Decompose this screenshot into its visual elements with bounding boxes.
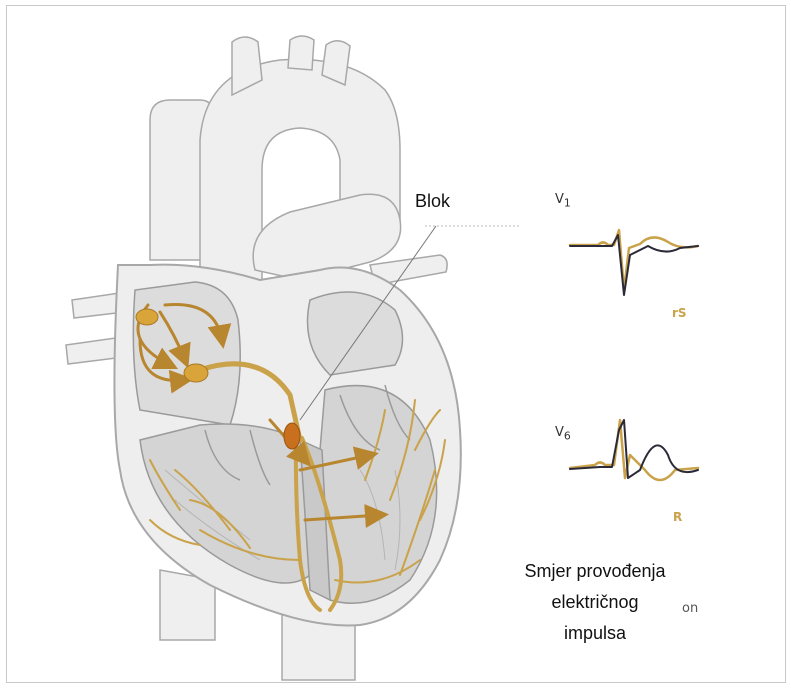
lead-v6-label: V6	[555, 425, 571, 443]
left-atrium	[308, 292, 403, 375]
caption-line-3: impulsa	[495, 618, 695, 649]
ecg-v1-normal-trace	[570, 230, 698, 290]
block-marker	[284, 423, 300, 449]
ecg-v6-block-trace	[570, 420, 698, 478]
caption-line-2: električnog	[495, 587, 695, 618]
left-carotid	[288, 36, 314, 70]
v6-pattern-label: R	[673, 510, 682, 524]
ecg-v6-trace	[570, 420, 698, 480]
right-atrium	[133, 282, 240, 425]
conduction-direction-caption: Smjer provođenja električnog impulsa	[495, 556, 695, 649]
block-label: Blok	[415, 191, 450, 212]
ecg-v1-trace	[570, 230, 698, 295]
av-node	[184, 364, 208, 382]
caption-line-1: Smjer provođenja	[495, 556, 695, 587]
partial-original-text: on	[682, 601, 698, 616]
sa-node	[136, 309, 158, 325]
lead-v1-subscript: 1	[564, 197, 571, 210]
v1-pattern-label: rS	[672, 306, 687, 320]
lead-v6-subscript: 6	[564, 430, 571, 443]
lead-v1-label: V1	[555, 192, 571, 210]
